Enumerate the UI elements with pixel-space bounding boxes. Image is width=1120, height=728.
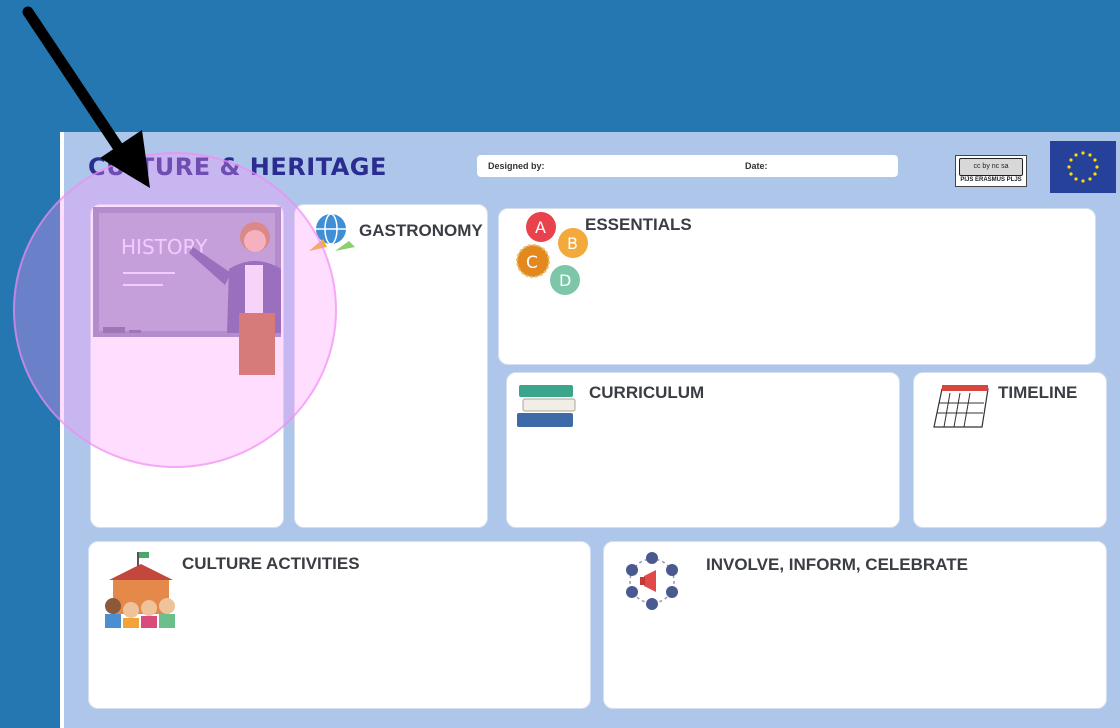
arrow-icon xyxy=(22,6,150,188)
curriculum-label: CURRICULUM xyxy=(589,383,705,402)
date-label: Date: xyxy=(745,161,768,171)
meta-bar[interactable]: Designed by: Date: xyxy=(477,155,898,177)
letter-c: C xyxy=(526,253,538,273)
school-kids-icon xyxy=(101,550,183,635)
cc-subtext: PIJS ERASMUS PLJS xyxy=(960,177,1022,183)
essentials-label: ESSENTIALS xyxy=(585,215,692,234)
network-megaphone-icon xyxy=(620,550,684,617)
card-timeline[interactable]: TIMELINE xyxy=(913,372,1107,528)
designed-by-label: Designed by: xyxy=(488,161,545,171)
letter-b: B xyxy=(567,234,578,253)
cc-badge: cc by nc sa xyxy=(959,158,1023,176)
involve-label: INVOLVE, INFORM, CELEBRATE xyxy=(706,555,968,574)
calendar-icon xyxy=(930,381,992,436)
creative-commons-icon: cc by nc sa PIJS ERASMUS PLJS xyxy=(955,155,1027,187)
eu-flag-icon xyxy=(1050,141,1116,193)
gastronomy-label: GASTRONOMY xyxy=(359,221,483,240)
board-edge xyxy=(60,132,64,728)
card-involve[interactable]: INVOLVE, INFORM, CELEBRATE xyxy=(603,541,1107,709)
letter-a: A xyxy=(535,218,546,237)
books-icon xyxy=(515,381,579,438)
card-culture-activities[interactable]: CULTURE ACTIVITIES xyxy=(88,541,591,709)
letter-d: D xyxy=(559,271,571,290)
timeline-label: TIMELINE xyxy=(998,383,1078,402)
culture-activities-label: CULTURE ACTIVITIES xyxy=(182,554,360,573)
abcd-icon: A B C D xyxy=(503,211,589,302)
highlight-circle xyxy=(13,152,337,468)
card-essentials[interactable]: A B C D ESSENTIALS xyxy=(498,208,1096,365)
card-curriculum[interactable]: CURRICULUM xyxy=(506,372,900,528)
